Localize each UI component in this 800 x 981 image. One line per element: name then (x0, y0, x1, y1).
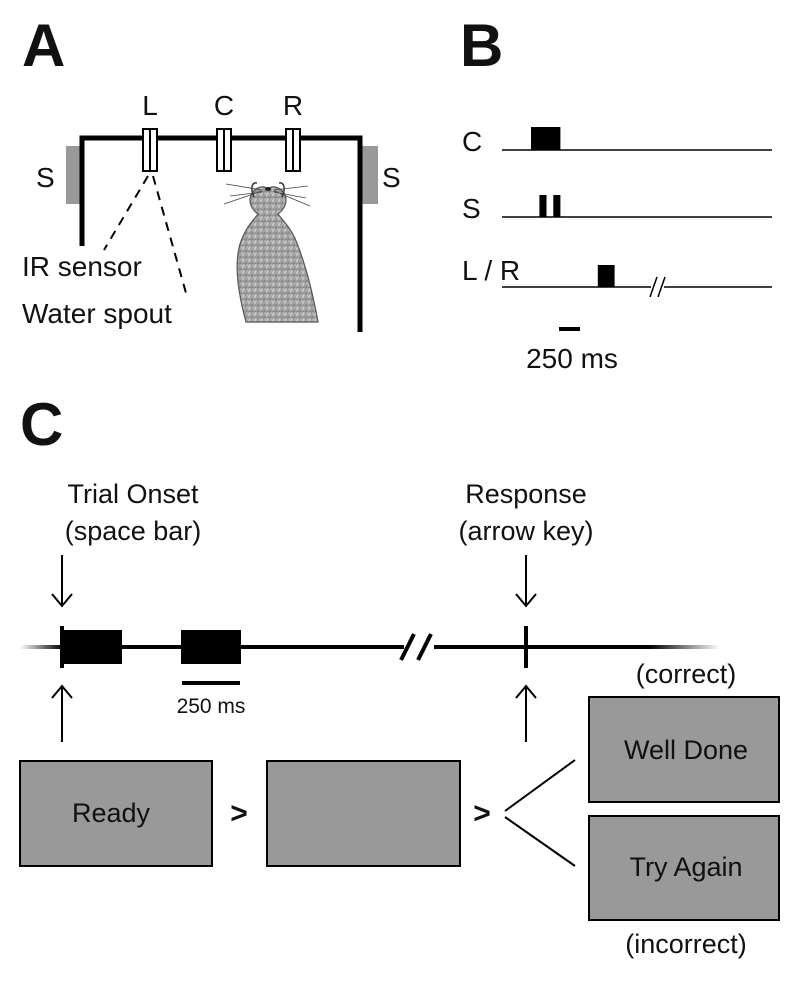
trial-onset-label: Trial Onset (67, 479, 199, 509)
incorrect-label: (incorrect) (625, 929, 747, 959)
stimulus-pulse-2 (181, 630, 241, 664)
sequence-symbol-2: > (473, 797, 491, 830)
arrow-response-up (515, 684, 537, 742)
screen-well-done (588, 696, 780, 803)
right-speaker (362, 146, 378, 204)
port-right (285, 128, 301, 172)
axis-break-c (399, 633, 433, 661)
response-sublabel: (arrow key) (458, 516, 593, 546)
port-center (216, 128, 232, 172)
scale-bar-label-c: 250 ms (177, 695, 246, 718)
speaker-label-left: S (36, 162, 55, 193)
screen-ready (19, 760, 213, 867)
correct-label: (correct) (636, 659, 737, 689)
speaker-label-right: S (382, 162, 401, 193)
water-spout-leader (152, 175, 187, 294)
screen-ready-label: Ready (72, 798, 151, 828)
screen-well-done-label: Well Done (624, 735, 748, 765)
left-speaker (66, 146, 82, 204)
row-label-c: C (462, 126, 482, 157)
port-left (142, 128, 158, 172)
row-label-lr: L / R (462, 255, 520, 286)
panel-b-pulses (531, 127, 615, 287)
rat-illustration (223, 182, 319, 323)
panel-c-letter: C (20, 391, 63, 458)
scale-bar-c (182, 681, 240, 685)
panel-b-letter: B (460, 12, 503, 79)
axis-break-b (649, 276, 666, 298)
pulse-row2-0 (597, 265, 615, 287)
pulse-row1-0 (539, 195, 547, 217)
ir-sensor-label: IR sensor (22, 251, 142, 282)
timeline-fade-right (650, 645, 720, 649)
scale-bar-label-b: 250 ms (526, 343, 618, 374)
ir-sensor-leader (103, 175, 149, 251)
arrow-onset-down (51, 555, 73, 608)
arrow-response-down (515, 555, 537, 608)
panel-c: C Trial Onset (space bar) Response (arro… (19, 391, 780, 959)
screen-try-again (588, 815, 780, 921)
port-label-l: L (142, 90, 158, 121)
timeline-segment-2 (434, 645, 650, 649)
panel-a-letter: A (22, 12, 65, 79)
port-label-c: C (214, 90, 234, 121)
trial-onset-sublabel: (space bar) (65, 516, 202, 546)
water-spout-label: Water spout (22, 298, 172, 329)
arrow-onset-up (51, 684, 73, 742)
panel-b: B C S L / R 250 ms (460, 12, 772, 374)
branch-line-incorrect (504, 816, 576, 867)
branch-line-correct (504, 759, 576, 812)
screen-try-again-label: Try Again (629, 852, 742, 882)
sequence-symbol-1: > (230, 797, 248, 830)
port-label-r: R (283, 90, 303, 121)
screen-blank (266, 760, 461, 867)
response-label: Response (465, 479, 587, 509)
stimulus-pulse-1 (62, 630, 122, 664)
row-label-s: S (462, 193, 481, 224)
pulse-row1-1 (553, 195, 561, 217)
pulse-row0-0 (531, 127, 561, 150)
timeline-fade-left (20, 645, 62, 649)
scale-bar-b (559, 327, 580, 331)
panel-a: A S S L C R IR sensor Water spout (22, 12, 401, 332)
